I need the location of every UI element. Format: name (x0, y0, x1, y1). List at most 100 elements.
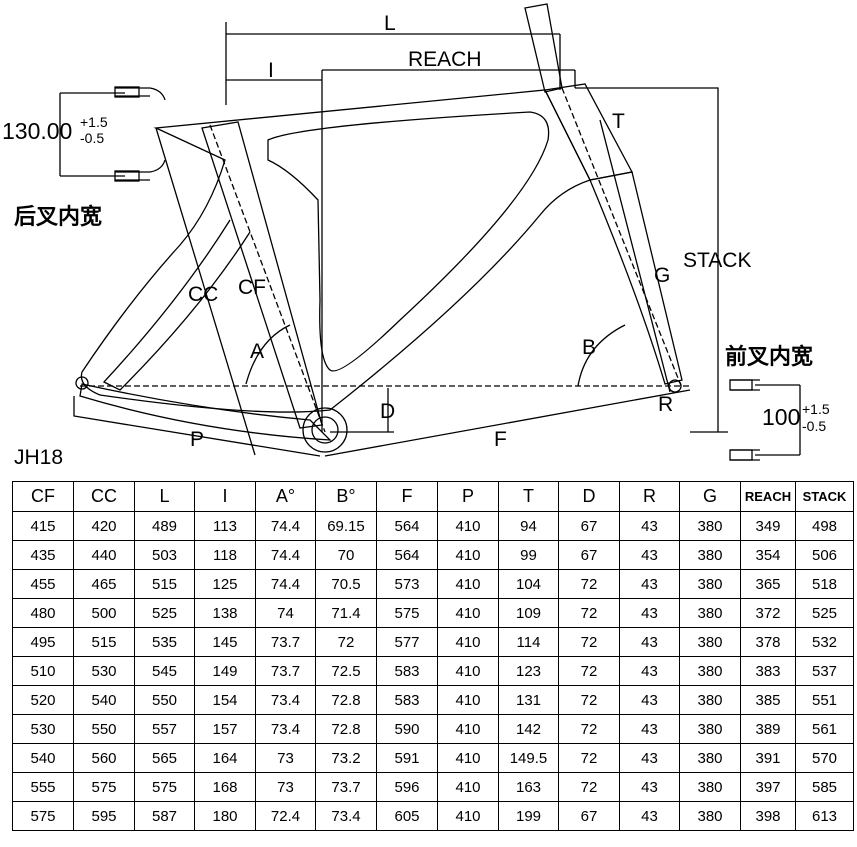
frame-inner-window (267, 111, 550, 372)
seat-tube-axis (209, 124, 326, 433)
front-spacing-caption: 前叉内宽 (725, 344, 813, 369)
table-cell: 43 (619, 685, 680, 715)
table-cell: 583 (376, 656, 438, 686)
table-cell: 109 (498, 598, 559, 628)
table-cell: 590 (376, 714, 438, 744)
table-cell: 43 (619, 511, 680, 541)
label-t: T (612, 110, 625, 133)
table-cell: 380 (679, 627, 741, 657)
table-cell: 550 (73, 714, 135, 744)
table-cell: 43 (619, 540, 680, 570)
table-cell: 389 (740, 714, 796, 744)
table-cell: 73.7 (255, 627, 316, 657)
table-cell: 365 (740, 569, 796, 599)
table-cell: 142 (498, 714, 559, 744)
table-cell: 199 (498, 801, 559, 831)
table-cell: 73 (255, 743, 316, 773)
table-cell: 410 (437, 685, 499, 715)
table-cell: 73.4 (255, 714, 316, 744)
table-cell: 74.4 (255, 540, 316, 570)
label-r: R (658, 393, 673, 416)
table-cell: 73 (255, 772, 316, 802)
table-cell: 74 (255, 598, 316, 628)
table-cell: 498 (795, 511, 854, 541)
table-cell: 420 (73, 511, 135, 541)
table-cell: 125 (194, 569, 256, 599)
table-cell: 43 (619, 714, 680, 744)
table-cell: 163 (498, 772, 559, 802)
table-cell: 70.5 (315, 569, 377, 599)
table-cell: 564 (376, 540, 438, 570)
table-cell: 545 (134, 656, 195, 686)
table-cell: 380 (679, 656, 741, 686)
table-cell: 525 (795, 598, 854, 628)
table-cell: 380 (679, 685, 741, 715)
table-cell: 67 (558, 511, 620, 541)
label-g: G (654, 264, 670, 287)
reach-dimension-line (322, 69, 576, 88)
label-i: I (268, 59, 274, 82)
table-cell: 67 (558, 540, 620, 570)
table-cell: 410 (437, 569, 499, 599)
table-cell: 525 (134, 598, 195, 628)
table-cell: 455 (12, 569, 74, 599)
table-cell: 372 (740, 598, 796, 628)
table-cell: 570 (795, 743, 854, 773)
table-cell: 114 (498, 627, 559, 657)
frame-geometry-diagram: L I REACH T STACK G CC CF A B D R P F 13… (2, 3, 830, 461)
table-cell: 575 (134, 772, 195, 802)
table-cell: 520 (12, 685, 74, 715)
table-cell: 561 (795, 714, 854, 744)
table-cell: 480 (12, 598, 74, 628)
table-cell: 104 (498, 569, 559, 599)
table-cell: 587 (134, 801, 195, 831)
l-dimension-line (225, 22, 561, 105)
b-angle-arc (577, 324, 626, 387)
table-cell: 537 (795, 656, 854, 686)
table-cell: 410 (437, 656, 499, 686)
table-cell: 435 (12, 540, 74, 570)
column-header: CF (12, 481, 74, 512)
table-cell: 410 (437, 540, 499, 570)
table-cell: 515 (134, 569, 195, 599)
table-cell: 557 (134, 714, 195, 744)
table-cell: 354 (740, 540, 796, 570)
steerer (524, 3, 563, 93)
table-cell: 577 (376, 627, 438, 657)
table-cell: 410 (437, 627, 499, 657)
table-cell: 495 (12, 627, 74, 657)
table-cell: 518 (795, 569, 854, 599)
table-cell: 74.4 (255, 569, 316, 599)
g-dimension-line (599, 119, 671, 393)
table-cell: 43 (619, 627, 680, 657)
table-cell: 530 (73, 656, 135, 686)
table-cell: 380 (679, 540, 741, 570)
table-cell: 595 (73, 801, 135, 831)
table-cell: 591 (376, 743, 438, 773)
a-angle-arc (245, 324, 291, 385)
table-cell: 410 (437, 772, 499, 802)
table-cell: 575 (376, 598, 438, 628)
label-cf: CF (238, 276, 266, 299)
fork-axis-line (561, 87, 683, 389)
bottom-bracket (302, 407, 348, 453)
table-cell: 73.2 (315, 743, 377, 773)
column-header: B° (315, 481, 377, 512)
column-header: G (679, 481, 741, 512)
table-cell: 378 (740, 627, 796, 657)
fork (589, 171, 683, 385)
table-cell: 596 (376, 772, 438, 802)
table-cell: 72 (558, 772, 620, 802)
table-cell: 380 (679, 743, 741, 773)
table-cell: 67 (558, 801, 620, 831)
table-cell: 380 (679, 714, 741, 744)
table-cell: 72 (558, 743, 620, 773)
table-cell: 99 (498, 540, 559, 570)
